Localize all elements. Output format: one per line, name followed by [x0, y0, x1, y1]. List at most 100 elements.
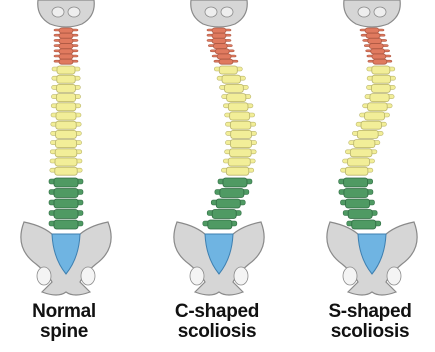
- vertebra-thoracic: [365, 112, 385, 120]
- vertebra-lumbar: [208, 220, 232, 229]
- caption-c-shaped-scoliosis: C-shaped scoliosis: [157, 302, 277, 342]
- caption-normal-line2: spine: [4, 322, 124, 342]
- vertebra-thoracic: [350, 149, 372, 157]
- hip-opening-right: [387, 267, 401, 285]
- vertebra-thoracic: [230, 112, 250, 120]
- vertebra-cervical: [59, 28, 73, 33]
- vertebra-thoracic: [55, 167, 77, 175]
- vertebra-thoracic: [56, 103, 76, 111]
- spine-normal: [21, 0, 111, 295]
- vertebra-cervical: [59, 59, 73, 64]
- vertebra-thoracic: [372, 66, 390, 74]
- caption-c-line1: C-shaped: [157, 302, 277, 322]
- vertebra-thoracic: [57, 75, 75, 83]
- vertebra-thoracic: [57, 66, 75, 74]
- vertebra-lumbar: [220, 189, 244, 198]
- hip-opening-left: [190, 267, 204, 285]
- vertebra-thoracic: [371, 84, 390, 92]
- vertebra-lumbar: [54, 210, 78, 219]
- vertebra-thoracic: [57, 84, 76, 92]
- vertebra-cervical: [373, 59, 387, 64]
- vertebra-thoracic: [56, 130, 77, 138]
- caption-normal-line1: Normal: [4, 302, 124, 322]
- caption-normal-spine: Normal spine: [4, 302, 124, 342]
- vertebra-thoracic: [230, 121, 250, 129]
- vertebra-thoracic: [55, 149, 77, 157]
- vertebra-lumbar: [212, 210, 236, 219]
- skull-detail-right: [374, 7, 386, 17]
- vertebra-thoracic: [225, 84, 244, 92]
- vertebra-thoracic: [219, 66, 237, 74]
- vertebra-cervical: [59, 38, 73, 43]
- vertebra-thoracic: [56, 94, 75, 102]
- vertebra-cervical: [59, 33, 73, 38]
- skull-detail-right: [221, 7, 233, 17]
- hip-opening-left: [37, 267, 51, 285]
- vertebra-cervical: [371, 49, 385, 54]
- vertebra-lumbar: [344, 178, 368, 187]
- skull-detail-left: [358, 7, 370, 17]
- vertebra-lumbar: [54, 178, 78, 187]
- vertebra-lumbar: [54, 199, 78, 208]
- vertebra-thoracic: [227, 94, 246, 102]
- vertebra-lumbar: [54, 189, 78, 198]
- caption-s-shaped-scoliosis: S-shaped scoliosis: [310, 302, 430, 342]
- vertebra-lumbar: [344, 189, 368, 198]
- vertebra-thoracic: [56, 121, 76, 129]
- vertebra-cervical: [59, 44, 73, 49]
- vertebra-thoracic: [230, 140, 251, 148]
- vertebra-thoracic: [231, 130, 252, 138]
- vertebra-thoracic: [55, 158, 77, 166]
- skull-base-normal: [38, 0, 95, 27]
- vertebra-cervical: [368, 38, 382, 43]
- vertebra-thoracic: [368, 103, 388, 111]
- vertebra-lumbar: [352, 220, 376, 229]
- vertebra-cervical: [213, 44, 227, 49]
- vertebra-thoracic: [354, 140, 375, 148]
- caption-s-line2: scoliosis: [310, 322, 430, 342]
- vertebra-thoracic: [348, 158, 370, 166]
- hip-opening-right: [81, 267, 95, 285]
- vertebra-thoracic: [228, 158, 250, 166]
- vertebra-lumbar: [223, 178, 247, 187]
- vertebra-cervical: [212, 33, 226, 38]
- vertebra-cervical: [215, 49, 229, 54]
- skull-detail-left: [205, 7, 217, 17]
- vertebra-cervical: [212, 38, 226, 43]
- vertebra-thoracic: [222, 75, 240, 83]
- skull-base-c-shaped: [191, 0, 248, 27]
- skull-base-s-shaped: [344, 0, 401, 27]
- vertebra-thoracic: [56, 112, 76, 120]
- vertebra-thoracic: [228, 103, 248, 111]
- caption-s-line1: S-shaped: [310, 302, 430, 322]
- skull-detail-right: [68, 7, 80, 17]
- vertebra-cervical: [372, 54, 386, 59]
- vertebra-thoracic: [230, 149, 252, 157]
- vertebra-lumbar: [348, 210, 372, 219]
- vertebra-thoracic: [226, 167, 248, 175]
- vertebra-thoracic: [345, 167, 367, 175]
- vertebra-lumbar: [54, 220, 78, 229]
- vertebra-cervical: [369, 44, 383, 49]
- hip-opening-right: [234, 267, 248, 285]
- vertebra-thoracic: [55, 140, 76, 148]
- vertebra-cervical: [217, 54, 231, 59]
- vertebra-lumbar: [345, 199, 369, 208]
- caption-c-line2: scoliosis: [157, 322, 277, 342]
- vertebra-thoracic: [357, 130, 378, 138]
- vertebra-cervical: [212, 28, 226, 33]
- vertebra-cervical: [365, 28, 379, 33]
- vertebra-cervical: [59, 54, 73, 59]
- vertebra-cervical: [59, 49, 73, 54]
- spine-c-shaped: [174, 0, 264, 295]
- vertebra-cervical: [366, 33, 380, 38]
- spine-s-shaped: [327, 0, 417, 295]
- vertebra-thoracic: [361, 121, 381, 129]
- vertebra-lumbar: [216, 199, 240, 208]
- vertebra-thoracic: [370, 94, 389, 102]
- vertebra-thoracic: [372, 75, 390, 83]
- skull-detail-left: [52, 7, 64, 17]
- vertebra-cervical: [219, 59, 233, 64]
